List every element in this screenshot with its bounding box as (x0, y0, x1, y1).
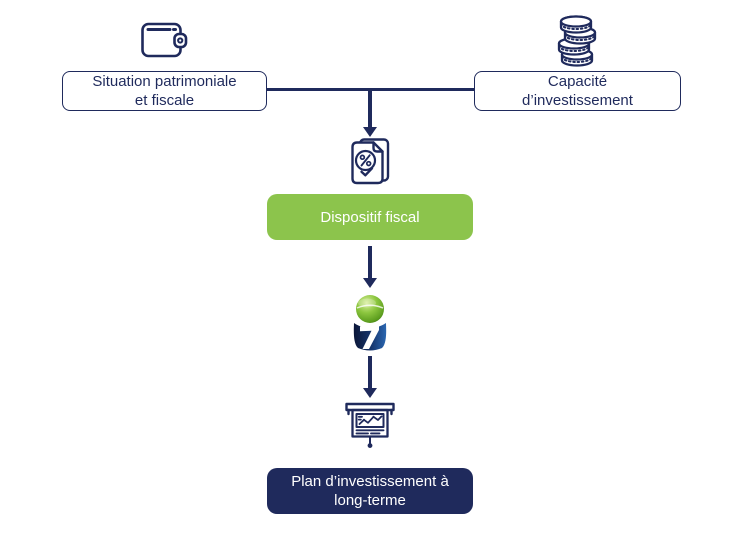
dispositif-fiscal-label: Dispositif fiscal (320, 208, 420, 226)
arrow-to-logo-line (368, 246, 372, 279)
arrow-to-document-line (368, 88, 372, 128)
capacite-investissement-line2: d’investissement (522, 92, 633, 109)
capacite-investissement-line1: Capacité (547, 73, 608, 90)
arrow-to-presentation-line (368, 356, 372, 389)
arrow-to-logo-head (363, 278, 377, 288)
arrow-to-document-head (363, 127, 377, 137)
capacite-investissement-box: Capacité d’investissement (474, 71, 681, 111)
coins-icon (552, 12, 602, 68)
situation-patrimoniale-box: Situation patrimoniale et fiscale (62, 71, 267, 111)
dispositif-fiscal-button: Dispositif fiscal (267, 194, 473, 240)
arrow-to-presentation-head (363, 388, 377, 398)
plan-investissement-box: Plan d’investissement à long-terme (267, 468, 473, 514)
situation-patrimoniale-line2: et fiscale (134, 92, 195, 109)
percent-document-icon (345, 137, 395, 187)
situation-patrimoniale-line1: Situation patrimoniale (92, 73, 237, 90)
plan-investissement-line1: Plan d’investissement à (291, 473, 449, 490)
brand-logo (347, 293, 393, 353)
presentation-chart-icon (344, 401, 396, 453)
plan-investissement-line2: long-terme (334, 492, 406, 509)
wallet-icon (139, 17, 189, 61)
